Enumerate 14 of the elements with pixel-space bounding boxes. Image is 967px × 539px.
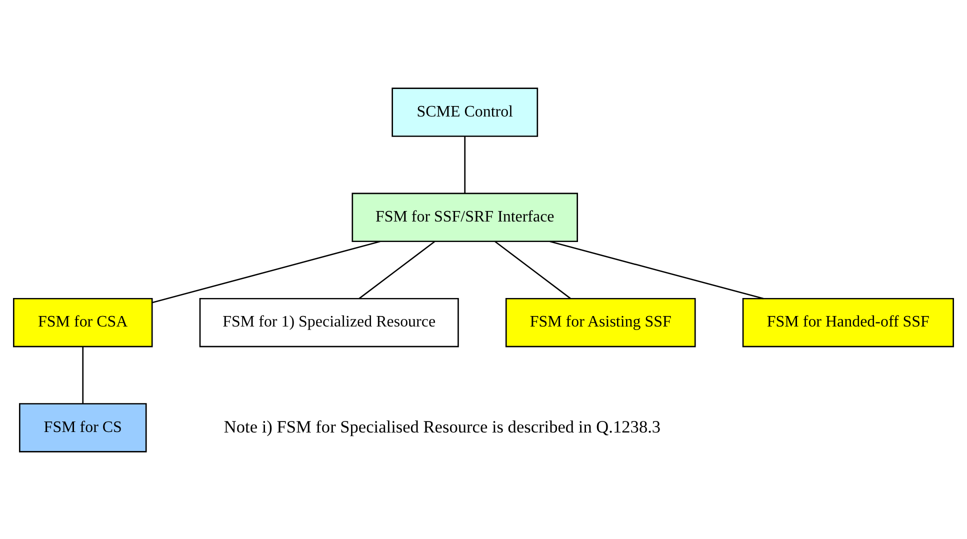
node-box: FSM for SSF/SRF Interface — [352, 192, 578, 242]
connector — [494, 240, 571, 299]
node-box: FSM for Handed-off SSF — [742, 297, 954, 347]
connector — [550, 240, 764, 299]
label: Note i) FSM for Specialised Resource is described in Q.1238.3 — [224, 416, 661, 436]
connector — [152, 240, 380, 303]
node-box: FSM for 1) Specialized Resource — [199, 297, 459, 347]
node-box: FSM for CS — [19, 402, 147, 452]
node-box: FSM for CSA — [13, 297, 153, 347]
node-box: FSM for Asisting SSF — [505, 297, 696, 347]
connector — [358, 240, 436, 299]
connector — [82, 346, 84, 404]
node-box: SCME Control — [392, 87, 538, 136]
connector — [464, 136, 466, 193]
